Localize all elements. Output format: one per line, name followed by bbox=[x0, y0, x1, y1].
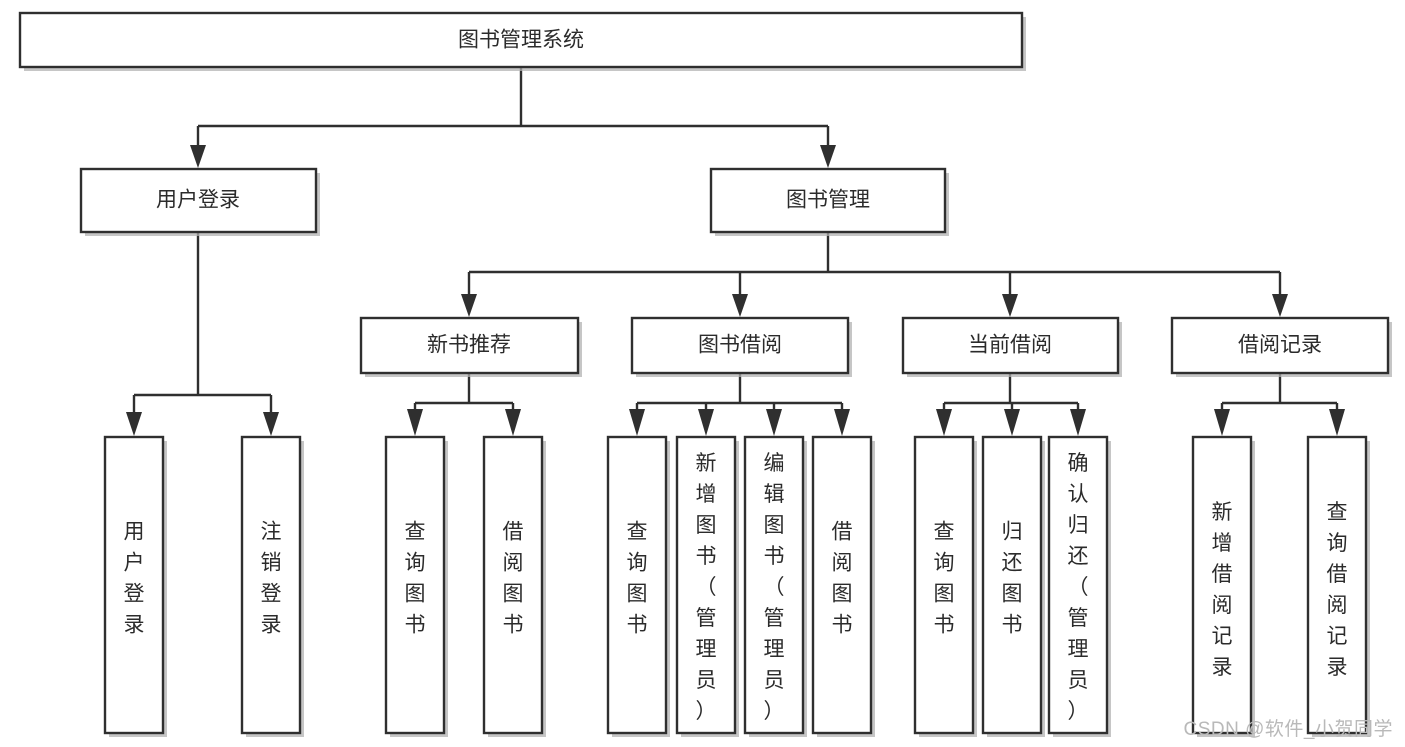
leaf-label: 新增图书（管理员） bbox=[696, 452, 717, 723]
node-user-login[interactable]: 用户登录 bbox=[79, 167, 320, 236]
leaf-label: 查询图书 bbox=[405, 521, 426, 637]
leaf-label: 归还图书 bbox=[1002, 521, 1023, 637]
leaf-box bbox=[240, 435, 302, 735]
arrow-head-book-borrow bbox=[732, 294, 748, 317]
leaf-node-cb-return-book[interactable]: 归还图书 bbox=[981, 435, 1045, 737]
book-borrow-box bbox=[630, 316, 850, 375]
leaf-box bbox=[675, 435, 737, 735]
borrow-record-label: 借阅记录 bbox=[1238, 334, 1322, 357]
leaf-label: 查询图书 bbox=[934, 521, 955, 637]
leaf-label: 注销登录 bbox=[261, 521, 282, 637]
leaf-node-br-add-record[interactable]: 新增借阅记录 bbox=[1191, 435, 1255, 737]
arrow-head-current-borrow bbox=[1002, 294, 1018, 317]
arrow-head-nb-leaf2 bbox=[505, 409, 521, 436]
arrow-head-borrow-record bbox=[1272, 294, 1288, 317]
leaf-node-bb-add-book[interactable]: 新增图书（管理员） bbox=[675, 435, 739, 737]
leaf-box bbox=[1047, 435, 1109, 735]
connector-group-book-borrow bbox=[629, 373, 850, 436]
leaf-box bbox=[482, 435, 544, 735]
leaf-label: 编辑图书（管理员） bbox=[764, 452, 785, 723]
leaf-node-cb-query-book[interactable]: 查询图书 bbox=[913, 435, 977, 737]
leaf-node-bb-borrow-book[interactable]: 借阅图书 bbox=[811, 435, 875, 737]
current-borrow-box bbox=[901, 316, 1120, 375]
root-label: 图书管理系统 bbox=[458, 29, 584, 52]
arrow-head-cb-leaf3 bbox=[1070, 409, 1086, 436]
leaf-box bbox=[913, 435, 975, 735]
leaf-label: 新增借阅记录 bbox=[1212, 501, 1233, 679]
current-borrow-label: 当前借阅 bbox=[968, 334, 1052, 357]
connector-group-user-login bbox=[126, 232, 279, 436]
arrow-head-cb-leaf1 bbox=[936, 409, 952, 436]
leaf-label: 确认归还（管理员） bbox=[1068, 452, 1089, 723]
book-manage-box bbox=[709, 167, 947, 234]
leaf-node-user-logout[interactable]: 注销登录 bbox=[240, 435, 304, 737]
node-book-manage[interactable]: 图书管理 bbox=[709, 167, 949, 236]
node-new-book-recommend[interactable]: 新书推荐 bbox=[359, 316, 582, 377]
leaf-node-user-login-login[interactable]: 用户登录 bbox=[103, 435, 167, 737]
node-book-borrow[interactable]: 图书借阅 bbox=[630, 316, 852, 377]
book-manage-label: 图书管理 bbox=[786, 189, 870, 212]
arrow-head-bb-leaf3 bbox=[766, 409, 782, 436]
leaf-node-nb-query-book[interactable]: 查询图书 bbox=[384, 435, 448, 737]
leaf-box bbox=[384, 435, 446, 735]
new-book-box bbox=[359, 316, 580, 375]
node-borrow-record[interactable]: 借阅记录 bbox=[1170, 316, 1392, 377]
leaf-label: 借阅图书 bbox=[832, 521, 853, 637]
arrow-head-book-manage bbox=[820, 145, 836, 168]
leaf-node-nb-borrow-book[interactable]: 借阅图书 bbox=[482, 435, 546, 737]
connector-group-new-book bbox=[407, 373, 521, 436]
connector-group-root bbox=[190, 67, 836, 168]
new-book-label: 新书推荐 bbox=[427, 334, 511, 357]
arrow-head-bb-leaf1 bbox=[629, 409, 645, 436]
leaf-box bbox=[103, 435, 165, 735]
leaf-label: 用户登录 bbox=[124, 521, 145, 637]
arrow-head-nb-leaf1 bbox=[407, 409, 423, 436]
borrow-record-box bbox=[1170, 316, 1390, 375]
connector-group-borrow-record bbox=[1214, 373, 1345, 436]
leaf-box bbox=[981, 435, 1043, 735]
leaf-box bbox=[1306, 435, 1368, 735]
arrow-head-cb-leaf2 bbox=[1004, 409, 1020, 436]
node-root-system[interactable]: 图书管理系统 bbox=[18, 11, 1026, 71]
leaf-node-br-query-record[interactable]: 查询借阅记录 bbox=[1306, 435, 1370, 737]
leaf-label: 查询图书 bbox=[627, 521, 648, 637]
leaf-label: 借阅图书 bbox=[503, 521, 524, 637]
arrow-head-leaf-logout bbox=[263, 412, 279, 436]
arrow-head-br-leaf2 bbox=[1329, 409, 1345, 436]
book-borrow-label: 图书借阅 bbox=[698, 334, 782, 357]
connector-group-current-borrow bbox=[936, 373, 1086, 436]
arrow-head-leaf-user-login bbox=[126, 412, 142, 436]
leaf-box bbox=[811, 435, 873, 735]
leaf-node-bb-query-book[interactable]: 查询图书 bbox=[606, 435, 670, 737]
leaf-box bbox=[606, 435, 668, 735]
arrow-head-bb-leaf4 bbox=[834, 409, 850, 436]
user-login-box bbox=[79, 167, 318, 234]
node-current-borrow[interactable]: 当前借阅 bbox=[901, 316, 1122, 377]
arrow-head-user-login bbox=[190, 145, 206, 168]
arrow-head-br-leaf1 bbox=[1214, 409, 1230, 436]
leaf-label: 查询借阅记录 bbox=[1327, 501, 1348, 679]
root-box bbox=[18, 11, 1024, 69]
user-login-label: 用户登录 bbox=[156, 189, 240, 212]
leaf-box bbox=[743, 435, 805, 735]
arrow-head-bb-leaf2 bbox=[698, 409, 714, 436]
connector-group-book-manage bbox=[461, 232, 1288, 317]
arrow-head-new-book bbox=[461, 294, 477, 317]
leaf-box bbox=[1191, 435, 1253, 735]
leaf-node-bb-edit-book[interactable]: 编辑图书（管理员） bbox=[743, 435, 807, 737]
leaf-node-cb-confirm-return[interactable]: 确认归还（管理员） bbox=[1047, 435, 1111, 737]
